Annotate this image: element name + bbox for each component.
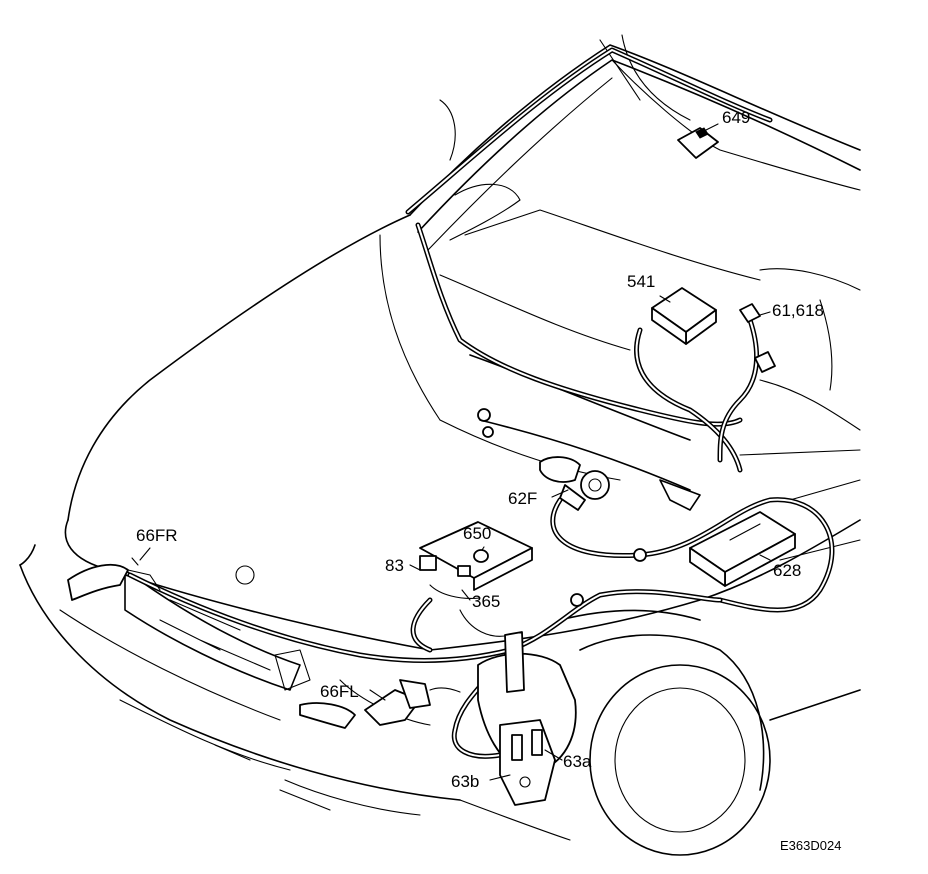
component-62F-wiper-motor	[539, 456, 610, 511]
washer-reservoir	[477, 631, 577, 806]
leader-lines	[139, 123, 771, 781]
label-66FR: 66FR	[136, 526, 178, 545]
wiring-harness	[127, 47, 835, 759]
component-628-box	[689, 511, 796, 587]
hood	[64, 214, 861, 651]
label-66FL: 66FL	[320, 682, 359, 701]
wheel	[559, 449, 861, 856]
component-541-box	[651, 287, 717, 345]
label-649: 649	[722, 108, 751, 127]
label-541: 541	[627, 272, 656, 291]
windshield	[409, 34, 861, 351]
label-650: 650	[463, 524, 492, 543]
component-66FL-headlamp-wiper	[299, 679, 461, 729]
label-61-618: 61,618	[772, 301, 824, 320]
component-649-box	[677, 127, 719, 159]
component-650-relay-box	[419, 521, 533, 637]
component-61-618-connector	[739, 303, 776, 373]
figure-reference-code: E363D024	[780, 838, 842, 853]
label-63a: 63a	[563, 752, 592, 771]
label-63b: 63b	[451, 772, 480, 791]
label-365: 365	[472, 592, 501, 611]
dashboard	[439, 99, 861, 431]
label-83: 83	[385, 556, 404, 575]
label-62F: 62F	[508, 489, 538, 508]
component-66FR-headlamp-wiper	[67, 557, 161, 601]
label-628: 628	[773, 561, 802, 580]
